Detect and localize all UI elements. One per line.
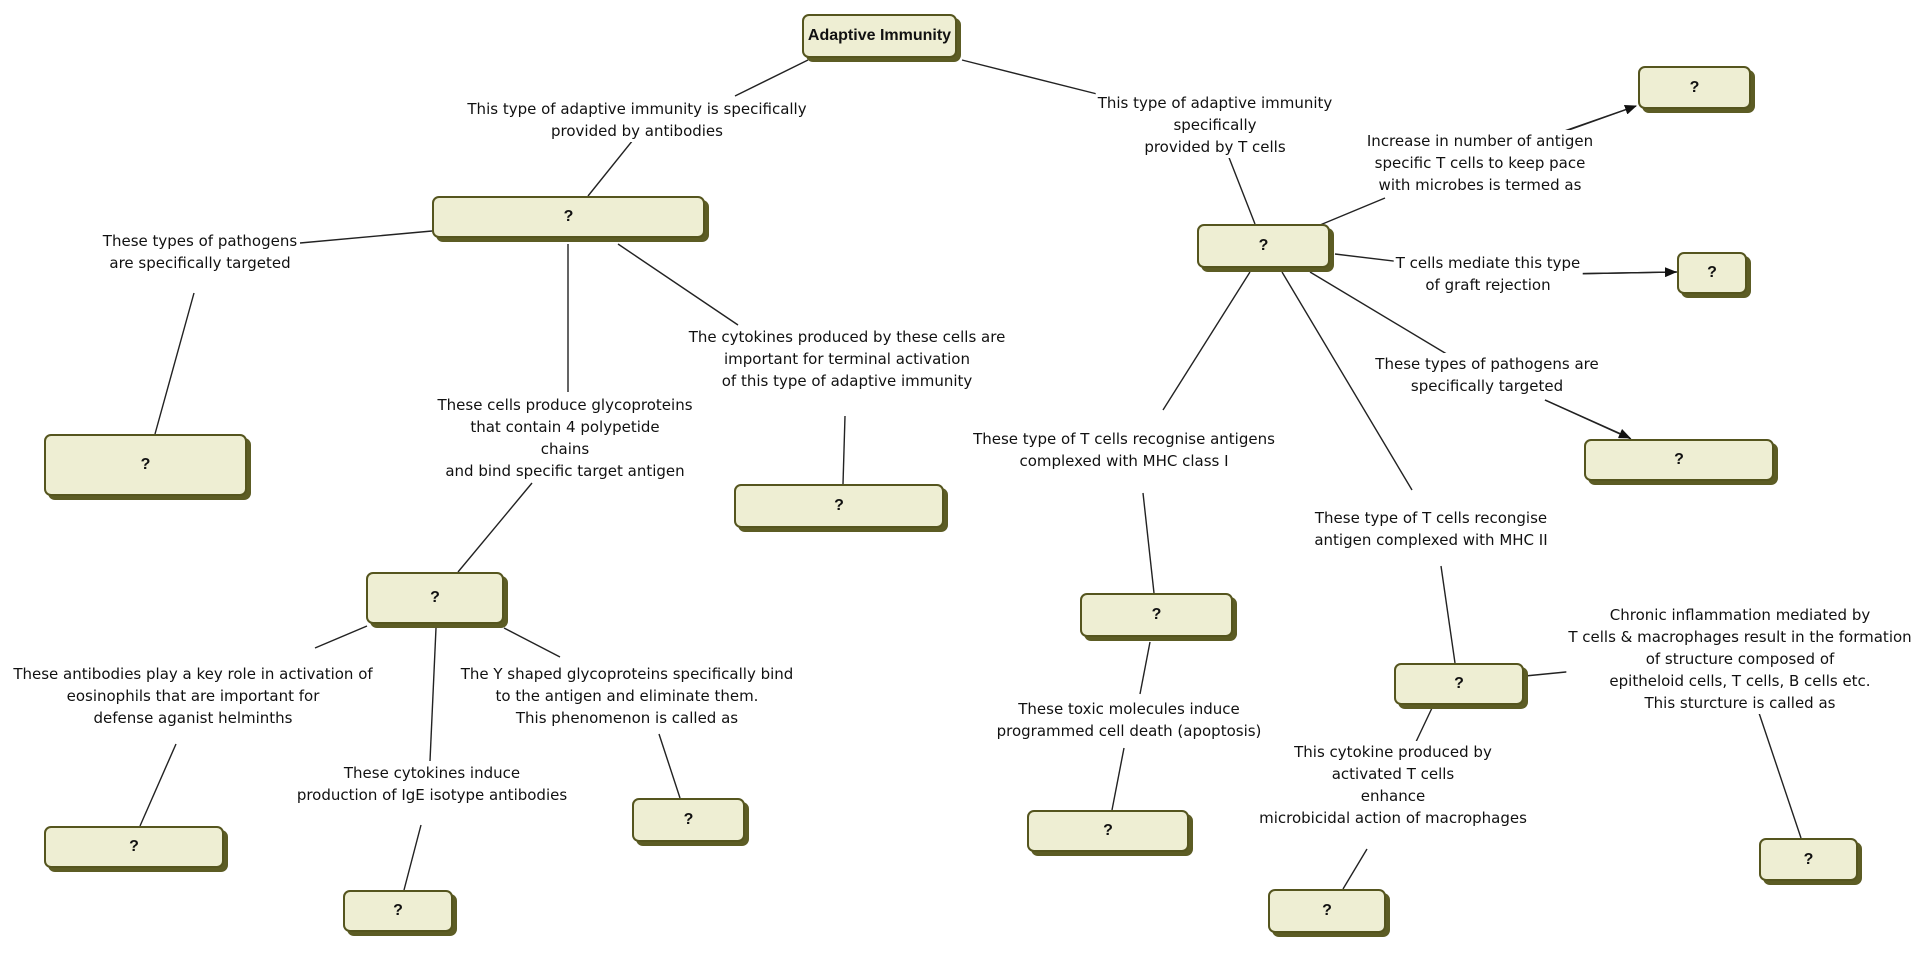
link-label-eosinophils: These antibodies play a key role in acti… — [11, 663, 375, 729]
link-label-humoral: This type of adaptive immunity is specif… — [465, 98, 809, 142]
connector-line — [1440, 565, 1456, 664]
connector-line — [1162, 271, 1251, 411]
cytokine-producing-cells-node[interactable]: ? — [734, 484, 944, 528]
antibody-producing-cells-node[interactable]: ? — [366, 572, 504, 624]
arrow-line — [1544, 399, 1631, 439]
link-label-y-shaped: The Y shaped glycoproteins specifically … — [458, 663, 796, 729]
connector-line — [1281, 271, 1413, 491]
connector-line — [1756, 706, 1802, 839]
intracellular-pathogens-node[interactable]: ? — [1584, 439, 1774, 481]
connector-line — [734, 59, 809, 97]
helper-t-cells-node[interactable]: ? — [1394, 663, 1524, 705]
link-label-cytokines-terminal: The cytokines produced by these cells ar… — [686, 326, 1008, 392]
ige-antibodies-node[interactable]: ? — [44, 826, 224, 868]
connector-line — [1227, 154, 1256, 225]
connector-line — [842, 415, 846, 485]
ige-inducing-cytokines-node[interactable]: ? — [343, 890, 453, 932]
humoral-immunity-node[interactable]: ? — [432, 196, 705, 238]
root-node: Adaptive Immunity — [802, 14, 957, 58]
connector-line — [299, 230, 433, 244]
link-label-mhc-class-i: These type of T cells recognise antigens… — [971, 428, 1277, 472]
connector-line — [658, 733, 681, 799]
extracellular-pathogens-node[interactable]: ? — [44, 434, 247, 496]
connector-line — [961, 59, 1106, 97]
connector-line — [617, 243, 739, 326]
connector-line — [429, 627, 437, 762]
connector-line — [1319, 197, 1386, 226]
connector-line — [1139, 641, 1151, 695]
neutralization-node[interactable]: ? — [632, 798, 745, 842]
clonal-expansion-node[interactable]: ? — [1638, 66, 1751, 109]
connector-line — [154, 292, 195, 435]
cytotoxic-t-cells-node[interactable]: ? — [1080, 593, 1233, 637]
connector-line — [1111, 747, 1125, 811]
connector-line — [1342, 848, 1368, 890]
connector-line — [587, 134, 638, 197]
connector-line — [139, 743, 177, 827]
cell-mediated-immunity-node[interactable]: ? — [1197, 224, 1330, 268]
granuloma-node[interactable]: ? — [1759, 838, 1858, 881]
connector-line — [457, 482, 533, 573]
connector-line — [403, 824, 422, 891]
macrophage-activating-cytokine-node[interactable]: ? — [1268, 889, 1386, 933]
toxic-molecules-node[interactable]: ? — [1027, 810, 1189, 852]
connector-line — [1142, 492, 1155, 594]
connector-line — [314, 625, 368, 649]
connector-line — [1413, 707, 1433, 747]
connector-line — [1309, 271, 1451, 357]
connector-line — [503, 627, 561, 658]
graft-rejection-node[interactable]: ? — [1677, 252, 1747, 294]
